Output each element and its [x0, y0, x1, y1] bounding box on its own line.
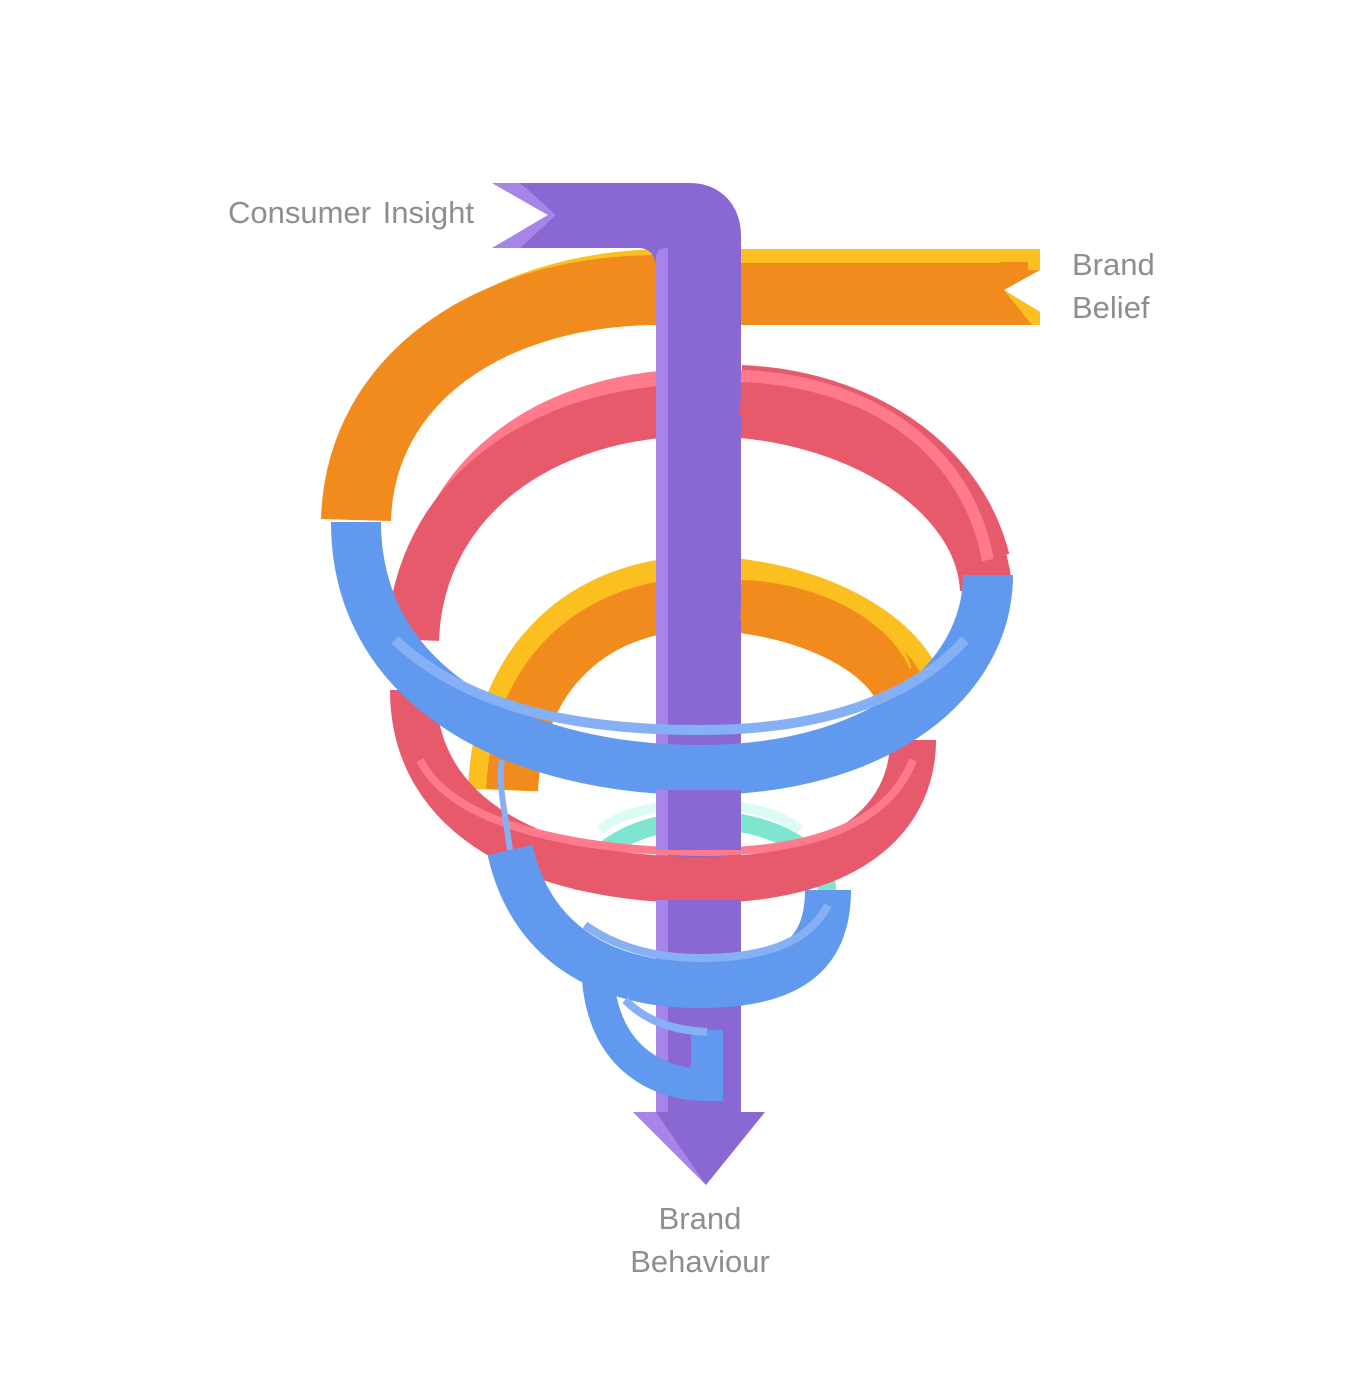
label-brand-behaviour-line1: Brand [658, 1201, 742, 1236]
blue-spiral-lower [487, 759, 851, 1102]
red-ring-front [390, 365, 1010, 904]
purple-arrow-front-segments [656, 790, 741, 930]
orange-band-front [739, 252, 1000, 689]
label-consumer-insight: Consumer Insight [228, 195, 474, 230]
label-brand-belief: Brand Belief [1072, 243, 1155, 329]
label-brand-behaviour-line2: Behaviour [630, 1244, 770, 1279]
blue-ring-large [331, 521, 1013, 796]
label-brand-belief-line1: Brand [1072, 247, 1155, 282]
orange-band-top [321, 249, 1040, 523]
label-brand-belief-line2: Belief [1072, 290, 1150, 325]
label-brand-behaviour: Brand Behaviour [600, 1197, 800, 1283]
